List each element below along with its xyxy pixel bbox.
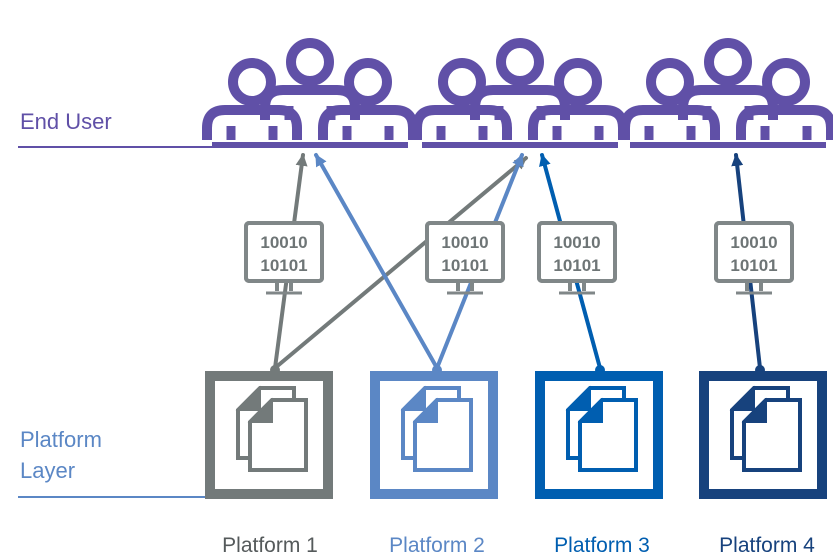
binary-data-icon: 10010 10101 (714, 221, 794, 295)
platform-2-box (375, 376, 493, 494)
binary-data-icon: 10010 10101 (537, 221, 617, 295)
binary-data-icon: 10010 10101 (425, 221, 505, 295)
arrow-platform2-to-users1 (314, 153, 439, 370)
data-line1: 10010 (441, 233, 488, 252)
documents-icon (210, 376, 328, 494)
documents-icon (540, 376, 658, 494)
data-line2: 10101 (730, 256, 777, 275)
data-line1: 10010 (553, 233, 600, 252)
user-group-icon (207, 43, 413, 145)
platform-4-label: Platform 4 (719, 534, 815, 557)
platform-4-box (704, 376, 822, 494)
platform-3-label: Platform 3 (554, 534, 650, 557)
documents-icon (704, 376, 822, 494)
data-line1: 10010 (260, 233, 307, 252)
data-line2: 10101 (441, 256, 488, 275)
documents-icon (375, 376, 493, 494)
arrow-platform1-to-users2 (273, 156, 528, 370)
user-group-icon (417, 43, 623, 145)
user-group-icon (625, 43, 831, 145)
data-line1: 10010 (730, 233, 777, 252)
platform-layer-label-line2: Layer (20, 458, 75, 483)
platform-1-label: Platform 1 (222, 534, 318, 557)
platform-layer-label-line1: Platform (20, 427, 102, 452)
data-line2: 10101 (553, 256, 600, 275)
platform-2-label: Platform 2 (389, 534, 485, 557)
data-line2: 10101 (260, 256, 307, 275)
end-user-label: End User (20, 109, 112, 134)
platform-3-box (540, 376, 658, 494)
binary-data-icon: 10010 10101 (244, 221, 324, 295)
platform-1-box (210, 376, 328, 494)
